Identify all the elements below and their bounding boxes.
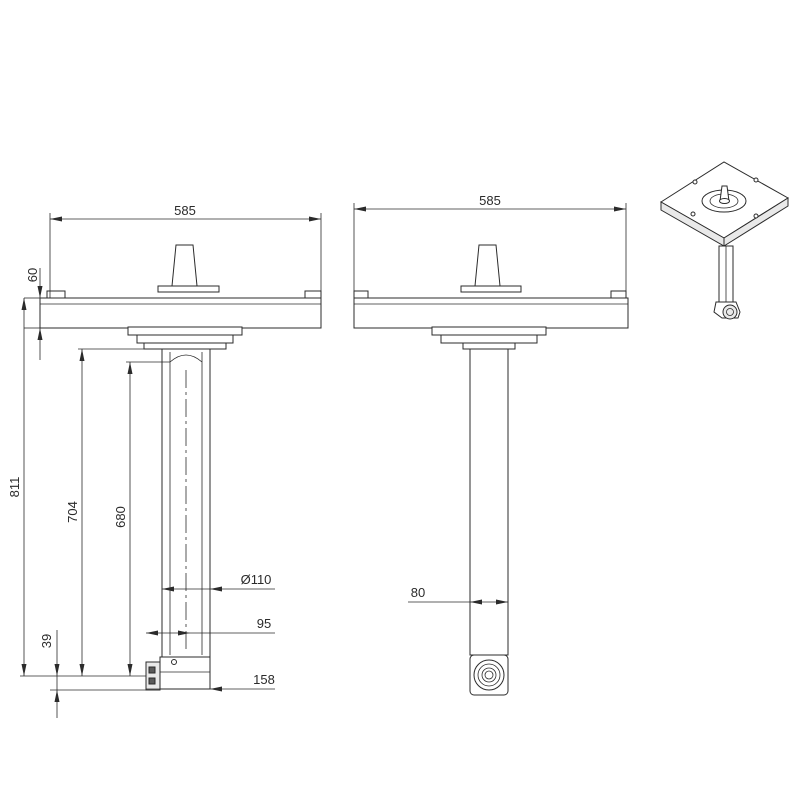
- front-inner-width-label: 95: [257, 616, 271, 631]
- front-flange-2: [136, 334, 234, 344]
- front-bottom-bolt: [171, 659, 177, 665]
- front-tube-length-label: 704: [65, 501, 80, 523]
- side-cone-base: [460, 285, 522, 293]
- side-cone: [474, 244, 501, 287]
- side-tube-width-label: 80: [411, 585, 425, 600]
- front-cone-base: [157, 285, 220, 293]
- front-plate-label: 60: [25, 268, 40, 282]
- front-plate-bolt-left: [46, 290, 66, 299]
- side-plate-bolt-left: [353, 290, 369, 299]
- iso-bottom-ring: [722, 304, 738, 320]
- front-view: [39, 244, 322, 691]
- side-bottom-ring-outer: [473, 659, 505, 691]
- front-width-label: 585: [174, 203, 196, 218]
- front-bottom-block: [159, 656, 211, 690]
- side-flange-1: [431, 326, 547, 336]
- front-cone: [171, 244, 198, 287]
- front-plate-bolt-right: [304, 290, 322, 299]
- front-bottom-clamp: [145, 661, 161, 691]
- side-flange-3: [462, 342, 516, 350]
- front-flange-3: [143, 342, 227, 350]
- front-total-height-label: 811: [7, 477, 22, 498]
- front-bottom-width-label: 158: [253, 672, 275, 687]
- side-flange-2: [440, 334, 538, 344]
- front-bottom-height-label: 39: [39, 634, 54, 648]
- front-flange-1: [127, 326, 243, 336]
- side-dimensions: 585 80: [353, 193, 627, 605]
- side-plate-bolt-right: [610, 290, 627, 299]
- side-bottom-ring-inner: [484, 670, 494, 680]
- side-top-plate: [353, 297, 629, 329]
- iso-plate-side-right: [723, 197, 789, 247]
- side-width-label: 585: [479, 193, 501, 208]
- front-top-plate: [39, 297, 322, 329]
- front-inner-length-label: 680: [113, 506, 128, 528]
- front-diameter-label: Ø110: [241, 572, 272, 587]
- side-column: [469, 348, 509, 656]
- front-dimensions: 585 60 811 39 704 680: [7, 203, 322, 718]
- side-view: [353, 244, 629, 696]
- iso-view: [660, 161, 789, 320]
